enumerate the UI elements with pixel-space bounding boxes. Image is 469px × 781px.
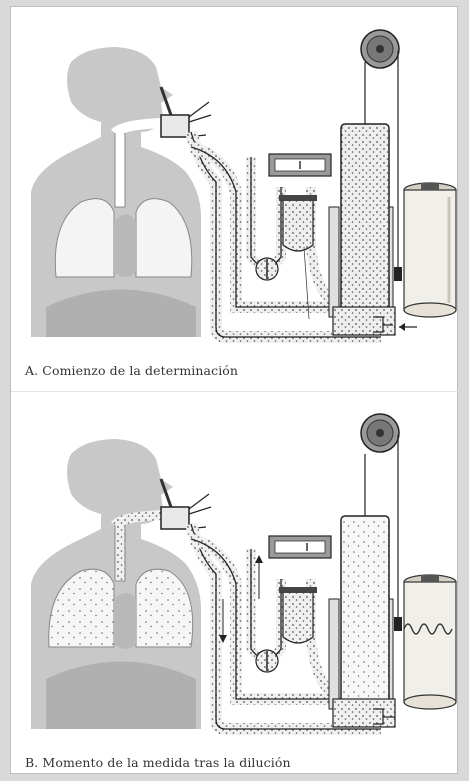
spirometer-bell	[329, 454, 395, 727]
trachea	[115, 525, 125, 581]
panel-b-caption: B. Momento de la medida tras la dilución	[25, 755, 291, 770]
panel-a: A. Comienzo de la determinación	[11, 7, 459, 391]
gas-analyzer	[269, 154, 331, 176]
kymograph-drum	[404, 575, 456, 709]
panel-a-diagram	[11, 7, 459, 357]
trachea	[115, 133, 125, 207]
panel-divider	[11, 391, 459, 392]
panel-b-diagram	[11, 399, 459, 744]
gas-analyzer	[269, 536, 331, 558]
kymograph-drum	[404, 183, 456, 317]
panel-a-caption: A. Comienzo de la determinación	[25, 363, 238, 378]
absorber-canister	[256, 587, 317, 672]
lungs	[46, 199, 196, 337]
spirometer-bell	[329, 62, 395, 335]
panel-b: B. Momento de la medida tras la dilución	[11, 399, 459, 775]
figure-frame: A. Comienzo de la determinación	[10, 6, 458, 774]
